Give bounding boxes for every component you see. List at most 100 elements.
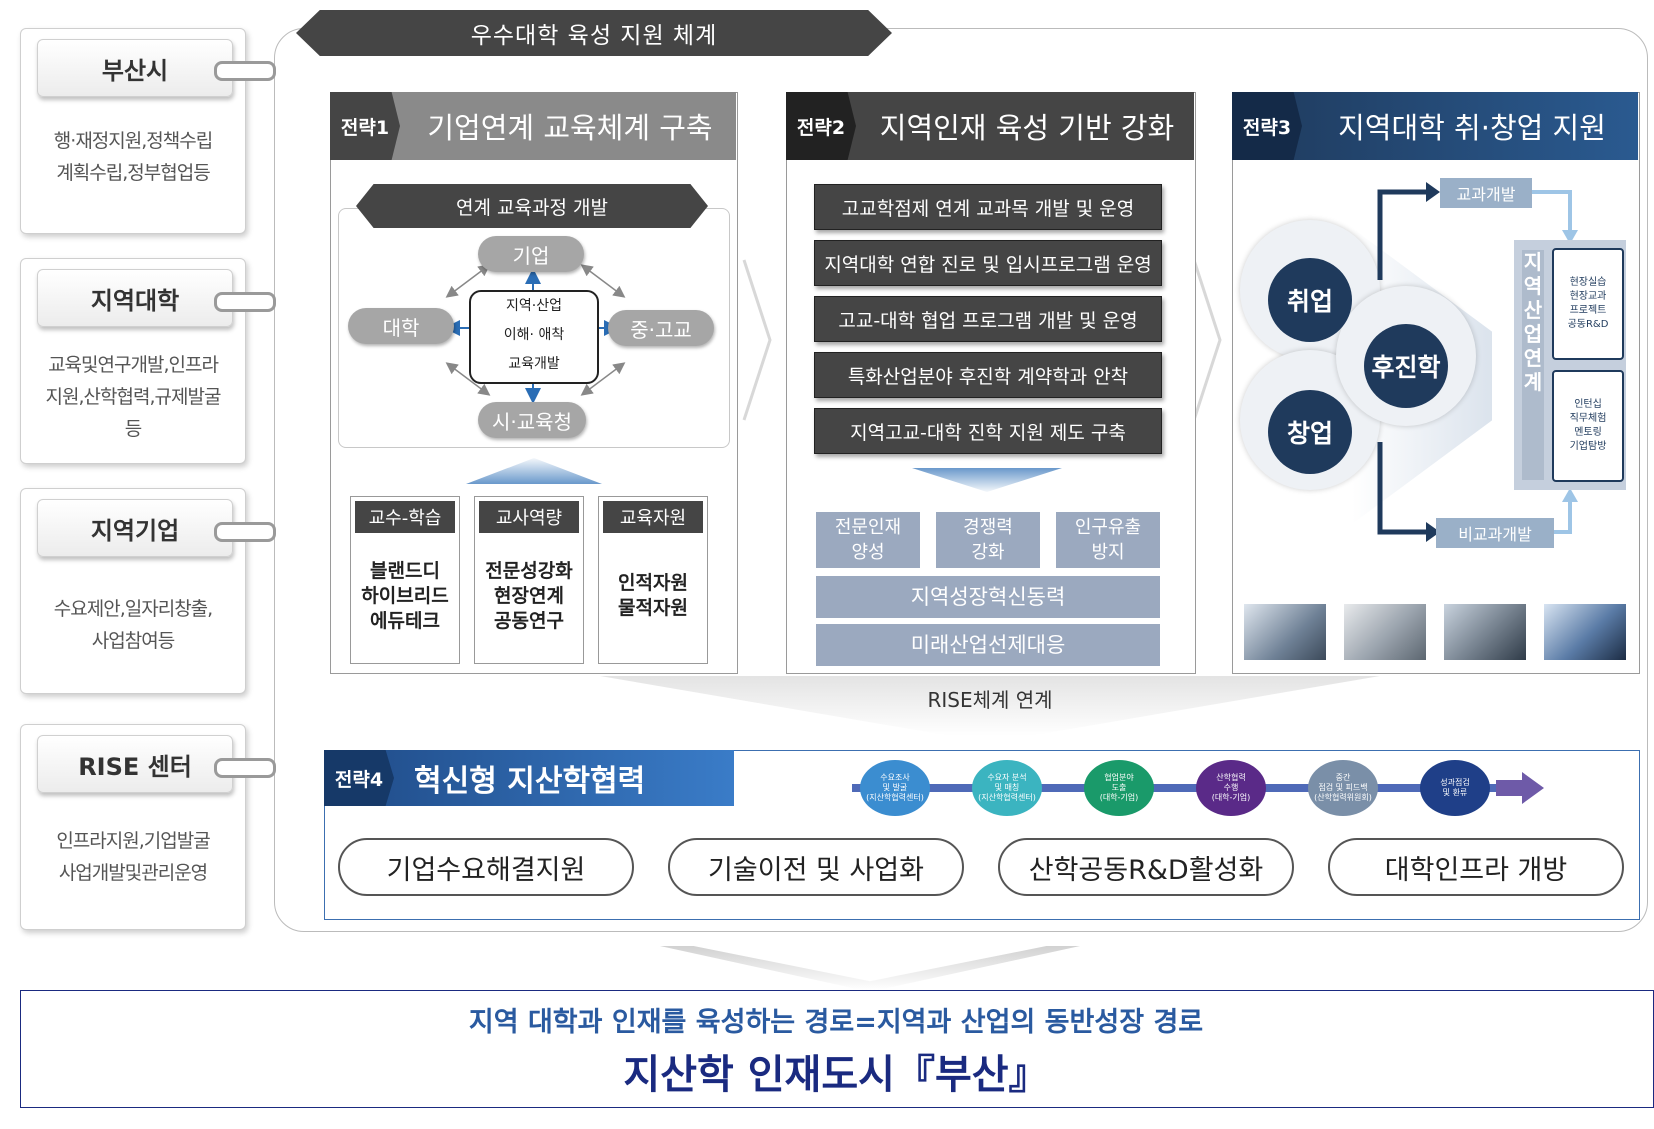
step-line: (대학-기업) [1099,793,1139,802]
circle-startup: 창업 [1268,390,1352,474]
step-line: 도출 [1111,783,1127,792]
s2-item: 지역대학 연합 진로 및 입시프로그램 운영 [814,240,1162,286]
col-line: 하이브리드 [361,585,449,607]
s1-col-resources: 교육자원 인적자원 물적자원 [598,496,708,664]
card-local-univ: 지역대학 교육및연구개발,인프라 지원,산학협력,규제발굴 등 [20,258,246,464]
desc-line: 수요제안,일자리창출, [53,598,213,620]
col-line: 현장연계 [494,585,564,607]
card-local-univ-desc: 교육및연구개발,인프라 지원,산학협력,규제발굴 등 [27,349,239,445]
step-line: 협업분야 [1104,773,1134,782]
connector-clip [214,522,276,542]
strategy4-tag: 전략4 [324,750,394,806]
strategy3-title: 지역대학 취·창업 지원 [1338,111,1606,145]
desc-line: 사업개발및관리운영 [58,862,208,884]
card-rise-center-desc: 인프라지원,기업발굴 사업개발및관리운영 [27,825,239,889]
desc-line: 인프라지원,기업발굴 [56,830,210,852]
desc-line: 행·재정지원,정책수립 [53,130,213,152]
desc-line: 등 [124,418,142,440]
step-line: 중간 [1335,773,1351,782]
center-line: 이해· 애착 [503,327,565,343]
s2-item: 고교-대학 협업 프로그램 개발 및 운영 [814,296,1162,342]
s1-arrows [444,264,626,404]
s2-item: 특화산업분야 후진학 계약학과 안착 [814,352,1162,398]
outcome-line: 양성 [851,542,885,563]
photo-campus-image [1344,604,1426,660]
center-line: 교육개발 [508,356,560,372]
s3-vertical-label: 지역산업연계 [1522,250,1544,480]
bottom-line2: 지산학 인재도시『부산』 [623,1052,1049,1098]
strategy1-tag: 전략1 [330,92,400,160]
step-line: (지산학협력센터) [978,793,1036,802]
s2-item: 고교학점제 연계 교과목 개발 및 운영 [814,184,1162,230]
box-line: 프로젝트 [1569,305,1607,316]
s3-curriculum-label: 교과개발 [1440,178,1532,208]
photo-chip-image [1544,604,1626,660]
strategy2-title: 지역인재 육성 기반 강화 [879,111,1175,145]
strategy1-title: 기업연계 교육체계 구축 [427,111,713,145]
box-line: 멘토링 [1574,427,1602,438]
card-busan-desc: 행·재정지원,정책수립 계획수립,정부협업등 [27,125,239,189]
chevron-right-icon [1192,259,1222,421]
s1-subtitle: 연계 교육과정 개발 [356,184,708,228]
banner-title: 우수대학 육성 지원 체계 [296,10,892,56]
box-line: 현장실습 [1569,277,1607,288]
step-line: 수행 [1223,783,1239,792]
card-rise-center-title: RISE 센터 [37,735,233,793]
strategy3-tag: 전략3 [1232,92,1302,160]
col-line: 물적자원 [618,597,688,619]
s1-col-text: 전문성강화 현장연계 공동연구 [475,559,583,634]
card-local-univ-title: 지역대학 [37,269,233,327]
rise-link-label: RISE체계 연계 [927,688,1053,712]
center-line: 지역·산업 [506,298,562,314]
node-education-office: 시·교육청 [478,402,586,438]
col-line: 블랜드디 [370,560,440,582]
step-line: 및 매칭 [994,783,1020,792]
chevron-right-icon [742,259,772,421]
box-line: 현장교과 [1569,291,1607,302]
s4-oval: 대학인프라 개방 [1328,838,1624,896]
circle-employment: 취업 [1268,258,1352,342]
card-local-company: 지역기업 수요제안,일자리창출, 사업참여등 [20,488,246,694]
step-line: (대학-기업) [1211,793,1251,802]
card-rise-center: RISE 센터 인프라지원,기업발굴 사업개발및관리운영 [20,724,246,930]
connector-clip [214,61,276,81]
s1-col-head: 교육자원 [603,501,703,533]
desc-line: 사업참여등 [91,630,175,652]
card-local-company-title: 지역기업 [37,499,233,557]
outcome-line: 인구유출 [1074,517,1142,538]
card-busan-title: 부산시 [37,39,233,97]
s4-oval: 산학공동R&D활성화 [998,838,1294,896]
s1-col-head: 교수-학습 [355,501,455,533]
strategy4-title: 혁신형 지산학협력 [414,764,646,799]
col-line: 에듀테크 [370,610,440,632]
s1-col-text: 인적자원 물적자원 [599,571,707,621]
s2-item: 지역고교-대학 진학 지원 제도 구축 [814,408,1162,454]
photo-building-image [1244,604,1326,660]
box-line: 공동R&D [1567,319,1609,330]
card-local-company-desc: 수요제안,일자리창출, 사업참여등 [27,593,239,657]
node-school: 중·고교 [608,310,714,346]
step-line: (산학협력위원회) [1314,793,1372,802]
step-line: 및 발굴 [882,783,908,792]
s4-process-line [852,784,1508,792]
s2-bar: 미래산업선제대응 [816,624,1160,666]
bottom-box [20,990,1654,1108]
step-line: (지산학협력센터) [866,793,924,802]
step-line: 산학협력 [1216,773,1246,782]
node-university: 대학 [348,308,454,344]
step-line: 수요자 분석 [987,773,1027,782]
outcome-line: 경쟁력 [963,517,1013,538]
connector-clip [214,292,276,312]
col-line: 공동연구 [494,610,564,632]
col-line: 인적자원 [618,572,688,594]
card-busan: 부산시 행·재정지원,정책수립 계획수립,정부협업등 [20,28,246,234]
s4-oval: 기업수요해결지원 [338,838,634,896]
